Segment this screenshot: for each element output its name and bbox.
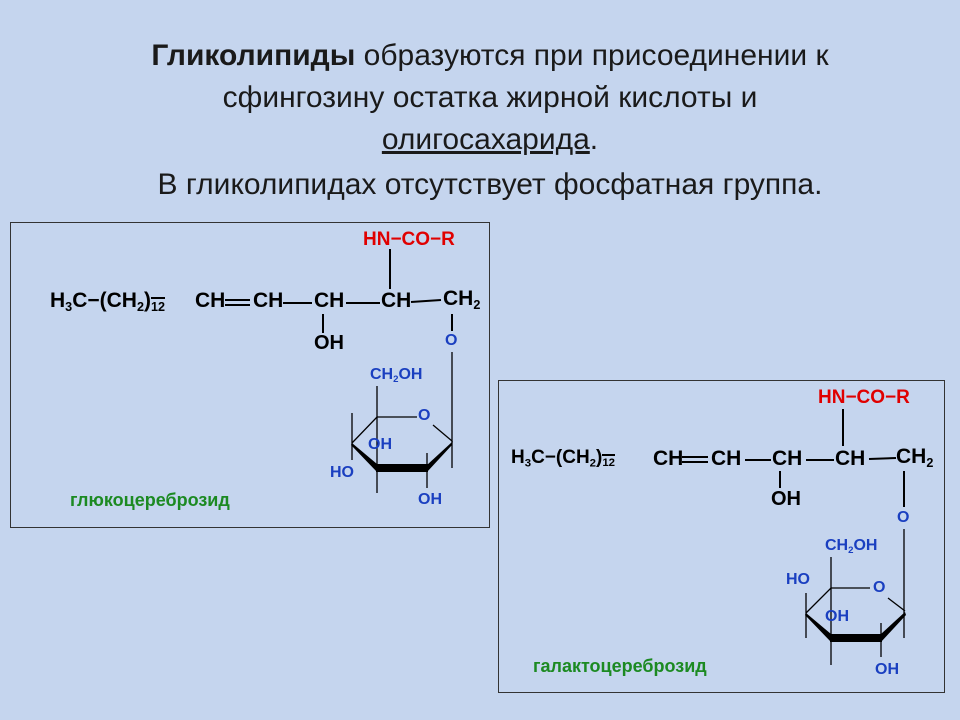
sphingosine-tail: H3C−(CH2)12 (50, 289, 165, 314)
amide-group: HN−CO−R (363, 229, 455, 250)
structure-name: глюкоцереброзид (70, 490, 230, 510)
title-line-2: сфингозину остатка жирной кислоты и (222, 81, 758, 114)
title-term: Гликолипиды (151, 39, 356, 72)
glucocerebroside-box (10, 222, 490, 528)
galactocerebroside-box (498, 380, 945, 693)
ring-oxygen: O (418, 407, 431, 424)
period: . (589, 123, 599, 156)
underlined-term: олигосахарида (381, 123, 590, 156)
glycosidic-oxygen: O (897, 509, 910, 526)
hydroxyl-side: HO (786, 571, 810, 588)
carbon-1: CH (195, 289, 226, 312)
title-line-3: олигосахарида. (0, 120, 960, 160)
hydroxyl-inner: OH (825, 608, 849, 625)
ch2oh-group: CH2OH (825, 537, 878, 556)
sphingosine-tail: H3C−(CH2)12 (511, 447, 616, 470)
hydroxyl-inner: OH (368, 436, 392, 453)
structure-name: галактоцереброзид (533, 656, 707, 676)
carbon-3: CH (772, 447, 803, 470)
hydroxyl-bottom: OH (418, 491, 442, 508)
ring-bold-edges (351, 441, 906, 642)
title-text: образуются при присоединении к (355, 39, 829, 72)
carbon-4: CH (835, 447, 866, 470)
carbon-5: CH2 (443, 287, 481, 312)
glycosidic-oxygen: O (445, 332, 458, 349)
hydroxyl-side: HO (330, 464, 354, 481)
carbon-2: CH (711, 447, 742, 470)
carbon-4: CH (381, 289, 412, 312)
carbon-1: CH (653, 447, 684, 470)
carbon-5: CH2 (896, 445, 934, 470)
ring-oxygen: O (873, 579, 886, 596)
hydroxyl-chain: OH (771, 488, 801, 510)
amide-group: HN−CO−R (818, 387, 910, 408)
carbon-3: CH (314, 289, 345, 312)
hydroxyl-bottom: OH (875, 661, 899, 678)
title-line-4: В гликолипидах отсутствует фосфатная гру… (157, 168, 823, 201)
title-line-1: Гликолипиды образуются при присоединении… (0, 36, 960, 76)
hydroxyl-chain: OH (314, 332, 344, 354)
carbon-2: CH (253, 289, 284, 312)
ch2oh-group: CH2OH (370, 366, 423, 385)
